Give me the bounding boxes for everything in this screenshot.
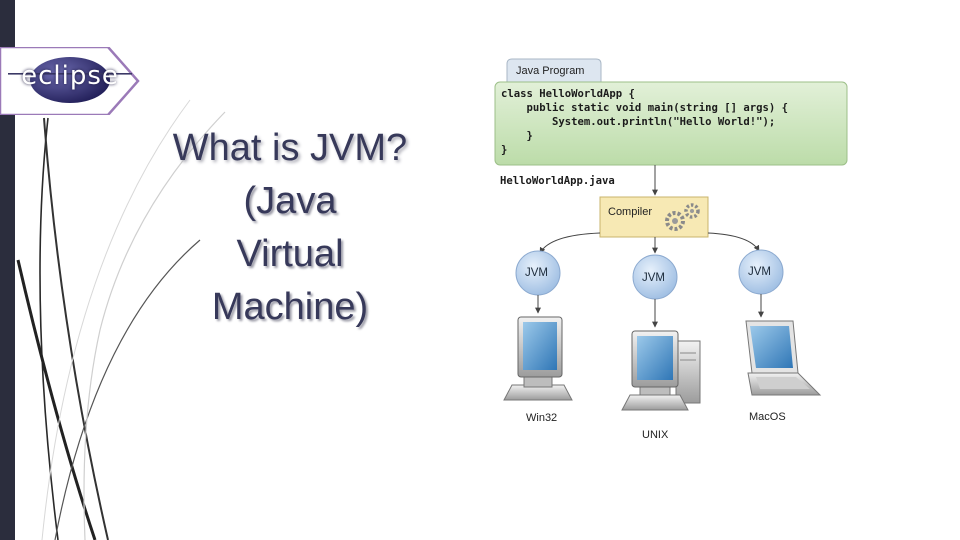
code-line-1: class HelloWorldApp { — [501, 88, 635, 100]
jvm-diagram: Java Program class HelloWorldApp { publi… — [494, 58, 848, 441]
title-line-4: Machine) — [211, 286, 369, 328]
program-tab-label: Java Program — [516, 65, 584, 77]
left-accent-bar — [0, 0, 15, 540]
code-line-4: } — [501, 130, 533, 142]
macos-laptop-icon — [745, 320, 822, 396]
win32-computer-icon — [503, 316, 573, 401]
jvm-label-2: JVM — [642, 272, 665, 284]
filename-label: HelloWorldApp.java — [500, 175, 615, 187]
code-line-3: System.out.println("Hello World!"); — [501, 116, 775, 128]
title-line-3: Virtual — [236, 233, 344, 275]
java-program-tab: Java Program — [506, 58, 602, 83]
code-panel — [494, 81, 848, 166]
arrow-to-jvm-1 — [539, 232, 601, 254]
jvm-label-3: JVM — [748, 266, 771, 278]
title-line-2: (Java — [243, 180, 337, 222]
logo-text: eclipse — [21, 61, 119, 91]
slide-title: What is JVM? (Java Virtual Machine) — [140, 122, 440, 334]
decorative-curves — [16, 99, 226, 540]
unix-computer-icon — [621, 330, 701, 411]
code-line-5: } — [501, 144, 507, 156]
title-line-1: What is JVM? — [172, 127, 408, 169]
jvm-label-1: JVM — [525, 267, 548, 279]
platform-label-unix: UNIX — [642, 429, 669, 441]
platform-label-win32: Win32 — [526, 412, 557, 424]
arrow-to-jvm-3 — [707, 232, 760, 252]
gears-icon — [665, 203, 700, 231]
eclipse-logo — [0, 47, 140, 115]
platform-label-macos: MacOS — [749, 411, 786, 423]
code-line-2: public static void main(string [] args) … — [501, 102, 788, 114]
compiler-label: Compiler — [608, 206, 652, 218]
